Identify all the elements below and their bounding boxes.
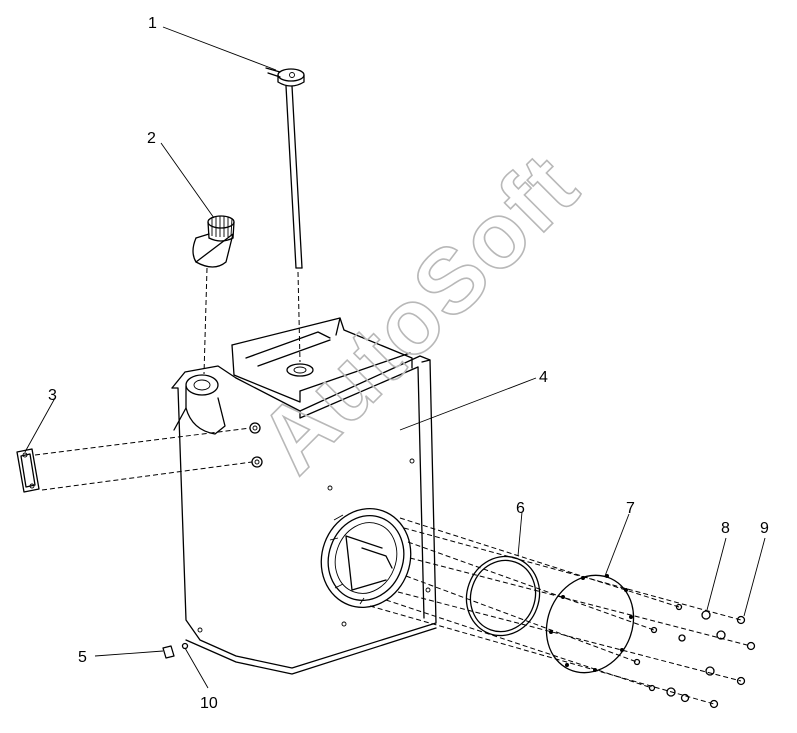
callout-10: 10	[200, 695, 218, 712]
callout-labels: 1 2 3 4 5 6 7 8 9 10	[48, 15, 769, 712]
part-7-cover-plate	[545, 574, 635, 674]
parts-8-9-fasteners	[633, 603, 756, 709]
callout-2: 2	[147, 130, 156, 147]
callout-7: 7	[626, 500, 635, 517]
callout-1: 1	[148, 15, 157, 32]
part-3-gasket	[16, 448, 40, 493]
callout-8: 8	[721, 520, 730, 537]
part-2-strainer	[192, 215, 235, 268]
callout-5: 5	[78, 649, 87, 666]
assembly-dashed-lines	[34, 267, 752, 705]
callout-4: 4	[539, 369, 548, 386]
callout-3: 3	[48, 387, 57, 404]
parts-5-10-drain-plug	[162, 642, 189, 659]
part-6-seal-ring	[465, 555, 541, 637]
part-1-dipstick	[265, 67, 305, 269]
callout-6: 6	[516, 500, 525, 517]
callout-9: 9	[760, 520, 769, 537]
leader-lines	[24, 26, 766, 689]
part-4-tank	[171, 317, 437, 675]
watermark: AutoSoft	[240, 134, 598, 492]
